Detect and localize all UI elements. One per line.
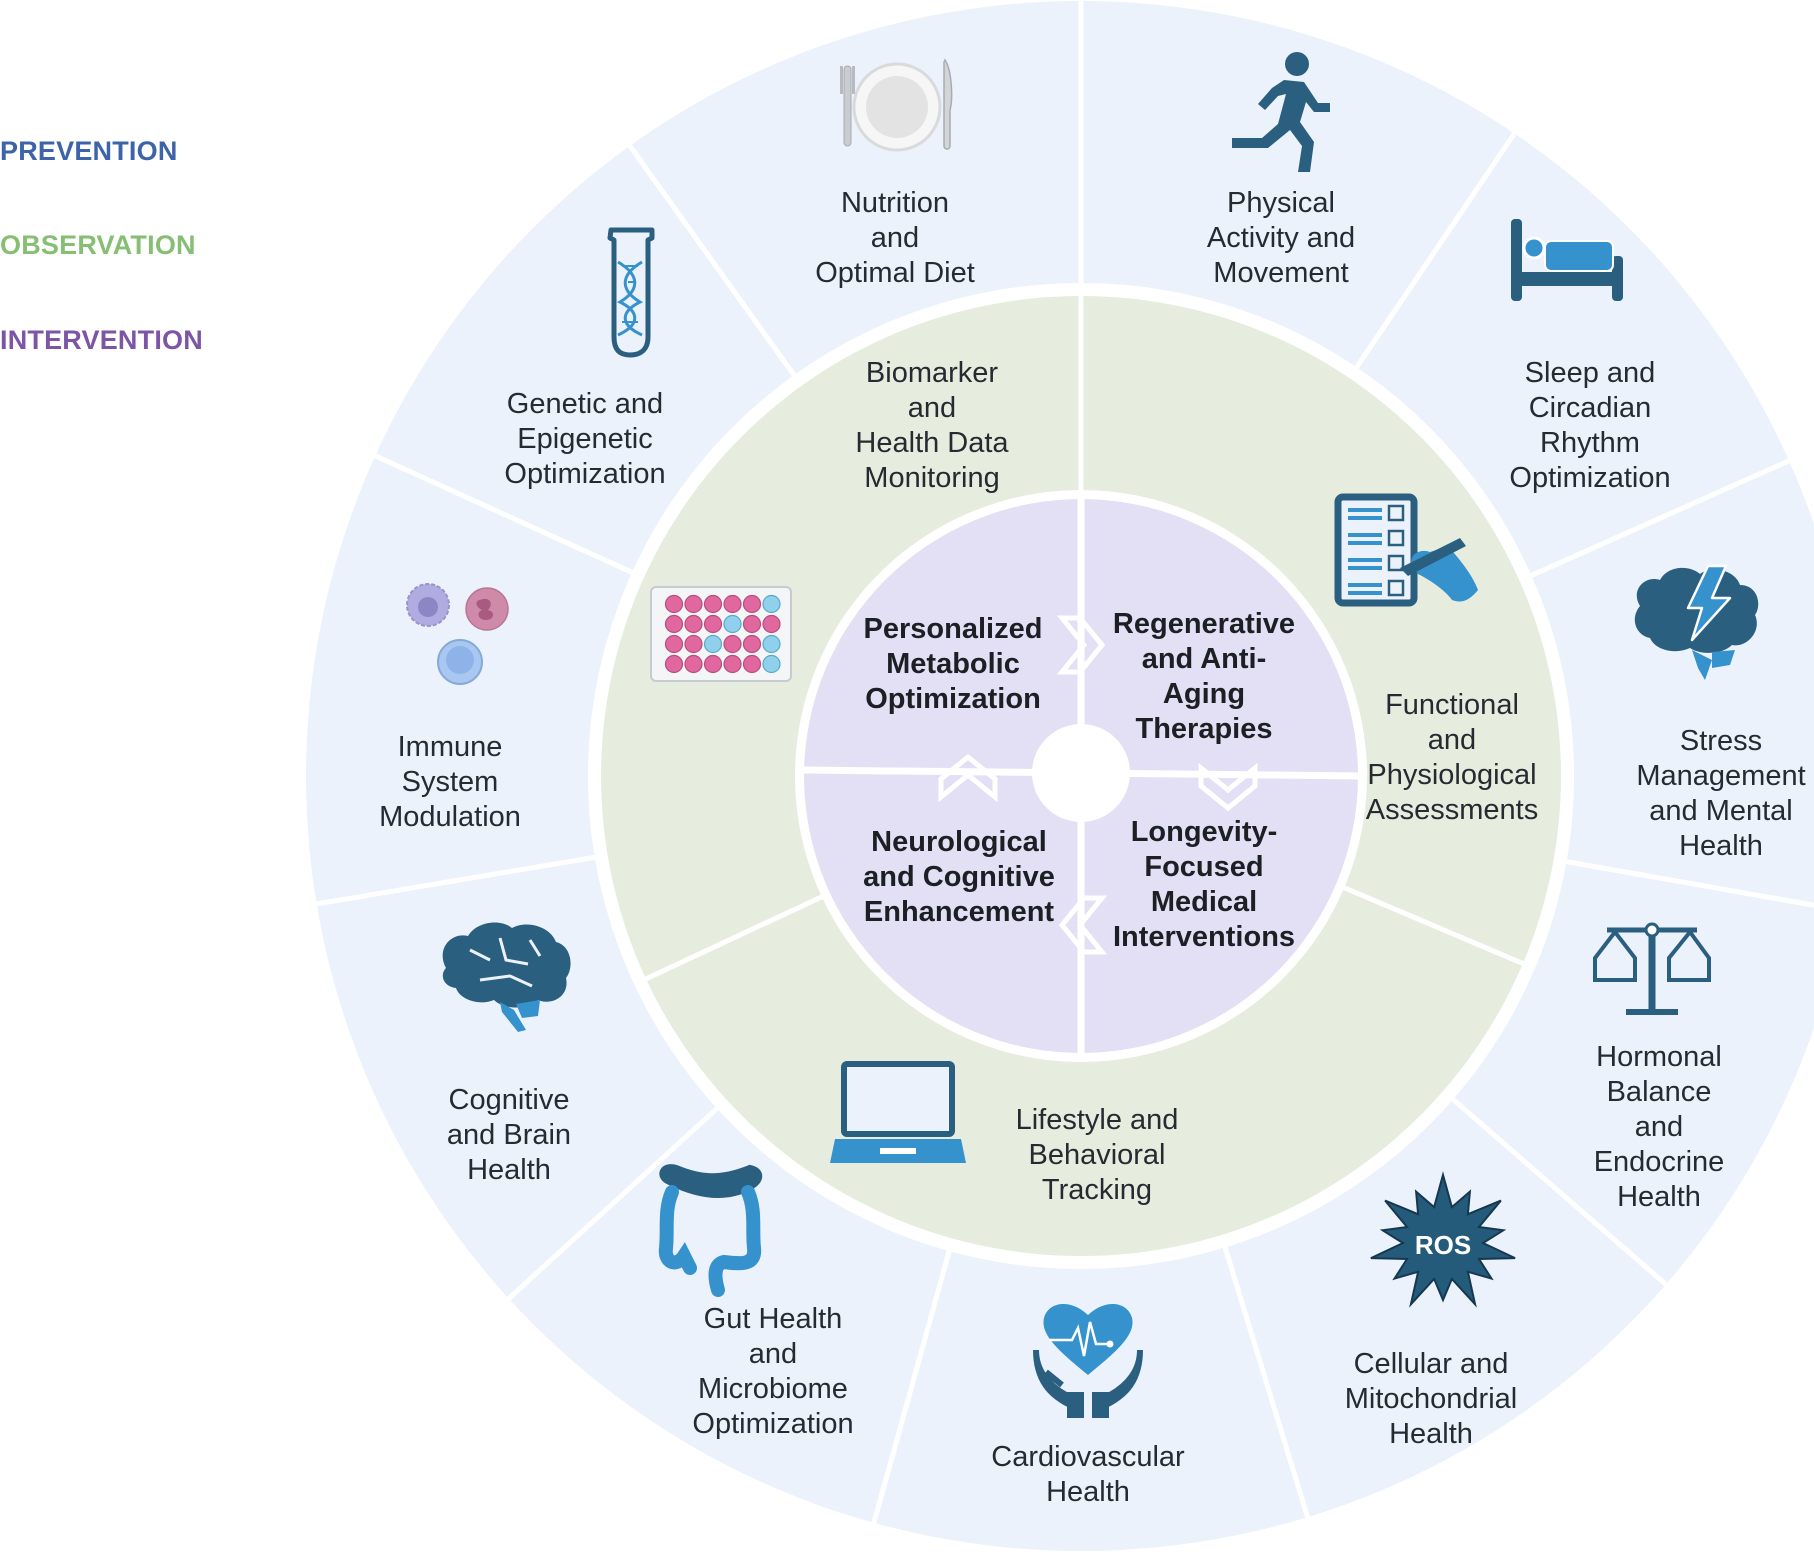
well-blue bbox=[723, 614, 742, 634]
segment-label-genetic: Genetic and Epigenetic Optimization bbox=[504, 388, 666, 490]
prevention-segment-divider bbox=[1347, 127, 1520, 380]
balance-scale-icon bbox=[1593, 922, 1711, 1015]
prevention-segment-divider bbox=[624, 140, 804, 388]
quadrant-label-longevity: Longevity- Focused Medical Interventions bbox=[1112, 816, 1296, 953]
cycle-chevron-left-icon bbox=[1058, 895, 1108, 955]
well-pink bbox=[742, 634, 762, 654]
legend-prevention: PREVENTION bbox=[0, 136, 178, 166]
well-pink bbox=[664, 614, 684, 634]
well-blue bbox=[762, 594, 781, 614]
well-pink bbox=[684, 634, 703, 654]
well-blue bbox=[762, 634, 781, 654]
segment-label-stress: Stress Management and Mental Health bbox=[1636, 725, 1806, 862]
quadrant-label-metabolic: Personalized Metabolic Optimization bbox=[863, 613, 1043, 715]
observation-segment-divider bbox=[1328, 879, 1529, 968]
well-blue bbox=[703, 634, 723, 654]
well-pink bbox=[703, 654, 723, 674]
segment-label-hormonal: Hormonal Balance and Endocrine Health bbox=[1593, 1041, 1725, 1213]
segment-label-biomarker: Biomarker and Health Data Monitoring bbox=[855, 357, 1009, 494]
intestine-icon bbox=[658, 1164, 763, 1297]
immune-cells-icon bbox=[406, 583, 509, 685]
segment-label-nutrition: Nutrition and Optimal Diet bbox=[815, 187, 975, 289]
well-pink bbox=[742, 654, 762, 674]
legend-intervention: INTERVENTION bbox=[0, 325, 203, 355]
ros-label: ROS bbox=[1415, 1230, 1471, 1260]
well-pink bbox=[703, 594, 723, 614]
well-pink bbox=[684, 654, 703, 674]
heart-hands-icon bbox=[1033, 1303, 1143, 1418]
brain-lightning-icon bbox=[1634, 564, 1759, 680]
segment-label-cognitive: Cognitive and Brain Health bbox=[446, 1084, 572, 1186]
legend-observation: OBSERVATION bbox=[0, 230, 196, 260]
running-person-icon bbox=[1232, 52, 1330, 172]
ros-burst-icon: ROS bbox=[1370, 1171, 1516, 1308]
segment-label-cellular: Cellular and Mitochondrial Health bbox=[1344, 1348, 1518, 1450]
brain-icon bbox=[442, 922, 571, 1032]
observation-segment-divider bbox=[640, 887, 838, 984]
bed-icon bbox=[1511, 219, 1623, 301]
segment-label-cardiovascular: Cardiovascular Health bbox=[991, 1441, 1185, 1508]
observation-ring-dividers bbox=[640, 291, 1529, 984]
segment-label-gut: Gut Health and Microbiome Optimization bbox=[692, 1303, 854, 1440]
quadrant-label-neuro: Neurological and Cognitive Enhancement bbox=[863, 826, 1055, 928]
well-pink bbox=[684, 594, 703, 614]
well-plate-icon bbox=[650, 586, 792, 682]
well-pink bbox=[742, 614, 762, 634]
well-pink bbox=[664, 654, 684, 674]
segment-label-sleep: Sleep and Circadian Rhythm Optimization bbox=[1509, 357, 1671, 494]
dna-test-tube-icon bbox=[607, 227, 655, 358]
prevention-segment-divider bbox=[1218, 1234, 1312, 1523]
prevention-segment-divider bbox=[503, 1097, 729, 1304]
center-hub bbox=[1032, 724, 1130, 822]
segment-label-functional: Functional and Physiological Assessments bbox=[1365, 689, 1539, 826]
prevention-segment-divider bbox=[870, 1237, 956, 1529]
prevention-ring-dividers bbox=[311, 0, 1814, 1529]
prevention-segment-divider bbox=[369, 451, 645, 580]
prevention-segment-divider bbox=[1518, 456, 1795, 584]
well-pink bbox=[742, 594, 762, 614]
prevention-segment-divider bbox=[1441, 1089, 1672, 1290]
cycle-chevron-right-icon bbox=[1056, 615, 1106, 675]
cycle-chevron-up-icon bbox=[938, 753, 998, 803]
well-pink bbox=[664, 634, 684, 654]
segment-label-lifestyle: Lifestyle and Behavioral Tracking bbox=[1015, 1104, 1179, 1206]
cycle-chevron-down-icon bbox=[1198, 762, 1258, 812]
well-pink bbox=[723, 634, 742, 654]
segment-label-immune: Immune System Modulation bbox=[379, 731, 521, 833]
well-pink bbox=[703, 614, 723, 634]
well-blue bbox=[762, 654, 781, 674]
segment-label-physical-activity: Physical Activity and Movement bbox=[1206, 187, 1356, 289]
well-pink bbox=[664, 594, 684, 614]
well-pink bbox=[762, 614, 781, 634]
plate-cutlery-icon bbox=[840, 58, 953, 152]
well-pink bbox=[723, 594, 742, 614]
prevention-segment-divider bbox=[1553, 856, 1814, 908]
quadrant-label-regenerative: Regenerative and Anti- Aging Therapies bbox=[1112, 608, 1296, 745]
prevention-segment-divider bbox=[311, 852, 608, 908]
checklist-icon bbox=[1334, 493, 1478, 607]
well-pink bbox=[684, 614, 703, 634]
laptop-icon bbox=[830, 1061, 966, 1163]
well-pink bbox=[723, 654, 742, 674]
